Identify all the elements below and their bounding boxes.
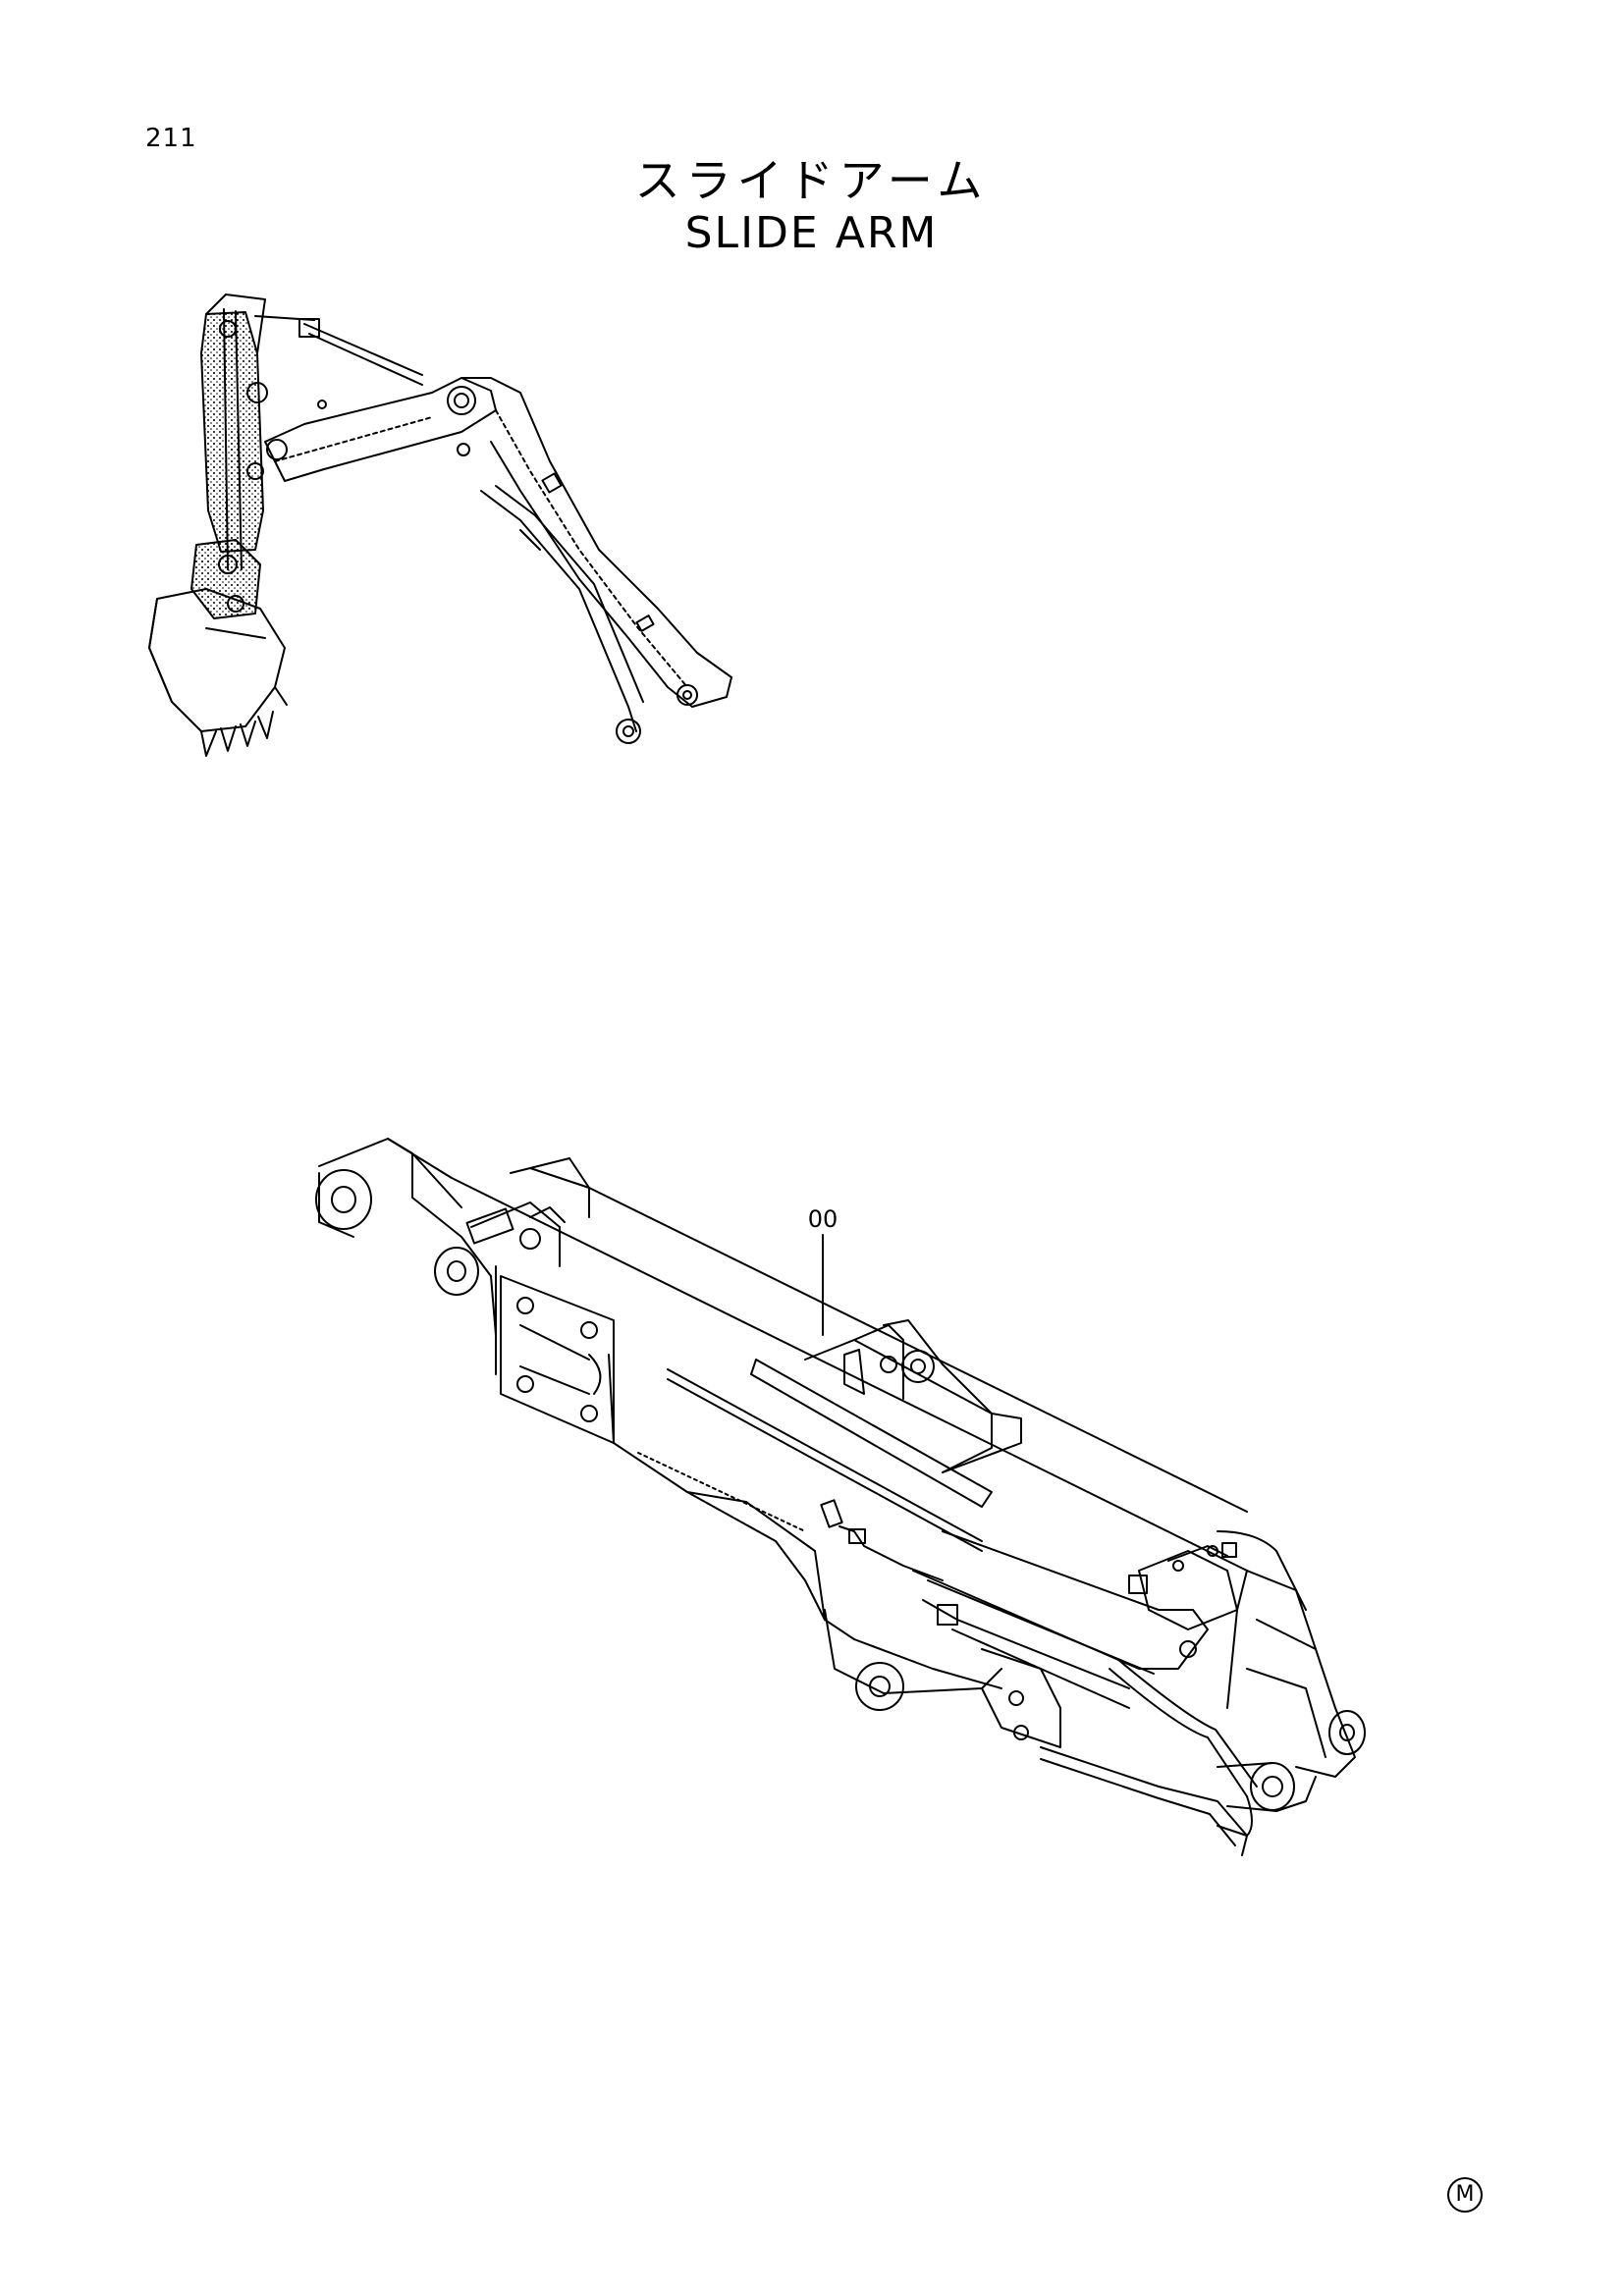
page-number: 211 [145, 124, 197, 153]
overview-arm-upper [264, 377, 497, 482]
page-title-japanese: スライドアーム [634, 154, 989, 207]
overview-boom [460, 377, 732, 708]
callout-label-00: 00 [808, 1205, 839, 1233]
overview-cylinder [200, 311, 264, 553]
slide-arm-drawing [315, 1138, 1366, 1856]
overview-arm-assembly [148, 294, 732, 757]
page-title-english: SLIDE ARM [684, 208, 939, 258]
manufacturer-mark: M [1447, 2177, 1483, 2213]
